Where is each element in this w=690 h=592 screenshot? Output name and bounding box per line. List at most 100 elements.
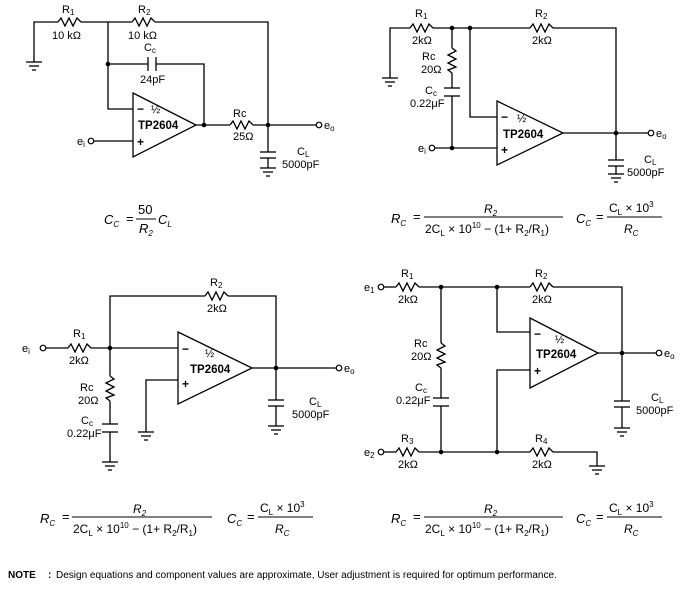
circuit-b-r1-label: R1 xyxy=(415,8,428,21)
circuit-c-ei-terminal[interactable] xyxy=(39,344,47,352)
circuit-b-r2-label: R2 xyxy=(535,8,548,21)
circuit-d-cc-capacitor xyxy=(433,397,449,407)
circuit-d-rc-resistor xyxy=(435,342,447,369)
circuit-a-cl-label: CL xyxy=(297,146,310,159)
circuit-a-rc-label: Rc xyxy=(233,108,247,120)
circuit-b-ei-terminal[interactable] xyxy=(428,144,436,152)
rc-eq-numerator: R2 xyxy=(133,502,147,518)
rc-eq-lhs: RC xyxy=(391,511,406,528)
circuit-c-eo-terminal[interactable] xyxy=(335,364,343,372)
circuit-d-wires xyxy=(384,286,656,466)
circuit-c-cl-value: 5000pF xyxy=(292,409,330,421)
circuit-b-rc-resistor xyxy=(446,47,458,74)
circuit-a-cc-label: Cc xyxy=(144,42,156,55)
circuit-c-junction xyxy=(107,345,113,351)
note-colon: : xyxy=(48,570,51,581)
circuit-a-eq-right: CL xyxy=(158,212,172,229)
circuit-b-eo-terminal[interactable] xyxy=(647,129,655,137)
circuit-d-eo-label: eo xyxy=(664,348,675,361)
rc-eq-numerator: R2 xyxy=(484,502,498,518)
circuit-a-r1-label: R1 xyxy=(62,4,75,17)
circuit-d-rc-value: 20Ω xyxy=(411,351,431,363)
circuit-d-cl-ground-icon xyxy=(614,427,630,437)
circuit-d-r1-label: R1 xyxy=(401,268,414,281)
circuit-b-r1-resistor xyxy=(409,22,434,34)
circuit-b-cl-value: 5000pF xyxy=(627,167,665,179)
circuit-b-junction xyxy=(449,25,455,31)
circuit-a-eo-terminal[interactable] xyxy=(315,121,323,129)
note-footer: NOTE : Design equations and component va… xyxy=(8,570,557,581)
circuit-a-chip-label: TP2604 xyxy=(138,120,179,132)
circuit-b-cc-value: 0.22μF xyxy=(410,98,445,110)
circuit-c-wires xyxy=(46,295,336,462)
circuit-d-e2-terminal[interactable] xyxy=(377,448,385,456)
circuit-b-rc-label: Rc xyxy=(422,51,436,63)
rc-eq-denominator: 2CL × 1010 − (1+ R2/R1) xyxy=(425,521,549,538)
circuit-a-r2-resistor xyxy=(131,16,156,28)
circuit-c: − + ½ TP2604 ei eo R1 2kΩ R2 2kΩ Rc 20Ω … xyxy=(22,277,355,471)
circuit-d-e1-terminal[interactable] xyxy=(377,283,385,291)
circuit-d-eo-terminal[interactable] xyxy=(655,349,663,357)
circuit-d-r1-resistor xyxy=(395,281,420,293)
cc-eq-equals: = xyxy=(596,509,604,524)
circuit-a-ei-label: ei xyxy=(77,136,85,149)
circuit-b-r2-value: 2kΩ xyxy=(532,35,552,47)
circuit-c-cc-label: Cc xyxy=(81,415,93,428)
circuit-a-r2-label: R2 xyxy=(138,4,151,17)
circuit-b-cl-capacitor xyxy=(608,159,624,174)
cc-eq-lhs: CC xyxy=(576,211,591,228)
circuit-d-rc-label: Rc xyxy=(414,338,428,350)
circuit-b-rc-value: 20Ω xyxy=(421,64,441,76)
circuit-c-opamp-symbol xyxy=(177,330,254,406)
circuit-a-ei-terminal[interactable] xyxy=(87,137,95,145)
circuit-a-cc-value: 24pF xyxy=(140,74,165,86)
circuit-b-eo-label: eo xyxy=(656,128,667,141)
circuit-a-input-ground-icon xyxy=(26,61,42,71)
circuit-b-half-label: ½ xyxy=(517,113,526,125)
circuit-c-rc-label: Rc xyxy=(80,382,94,394)
circuit-a-cc-capacitor xyxy=(147,57,157,71)
circuit-d-junction xyxy=(494,449,500,455)
circuit-a-rc-value: 25Ω xyxy=(233,131,253,143)
circuit-d-junction xyxy=(494,284,500,290)
circuit-a-eo-label: eo xyxy=(324,120,335,133)
circuit-c-plus-ground-icon xyxy=(138,431,154,441)
cc-eq-denominator: RC xyxy=(624,222,639,238)
circuit-d-e1-label: e1 xyxy=(364,282,375,295)
circuit-d-r2-resistor xyxy=(529,281,554,293)
circuit-b-chip-label: TP2604 xyxy=(503,129,544,141)
rc-eq-equals: = xyxy=(62,509,70,524)
circuit-c-r1-value: 2kΩ xyxy=(69,355,89,367)
circuit-c-cc-value: 0.22μF xyxy=(67,428,102,440)
circuit-d-r3-label: R3 xyxy=(401,433,414,446)
rc-eq-denominator: 2CL × 1010 − (1+ R2/R1) xyxy=(73,521,197,538)
circuit-c-cc-ground-icon xyxy=(102,461,118,471)
circuit-d: − + ½ TP2604 e1 e2 eo R1 2kΩ R2 2kΩ R3 2… xyxy=(364,268,675,475)
circuit-b-ei-label: ei xyxy=(418,143,426,156)
circuit-c-minus-sign: − xyxy=(182,342,189,356)
circuit-d-opamp-symbol xyxy=(529,316,600,390)
equation-pair-c: RC = R2 2CL × 1010 − (1+ R2/R1) CC = CL … xyxy=(40,500,313,538)
circuit-d-cl-label: CL xyxy=(651,392,664,405)
circuit-c-cl-capacitor xyxy=(268,399,284,426)
circuit-a-cc-equation: CC = 50 R2 CL xyxy=(104,202,172,238)
rc-equation: RC = R2 2CL × 1010 − (1+ R2/R1) xyxy=(391,502,563,538)
circuit-a-junction xyxy=(201,122,207,128)
note-text: Design equations and component values ar… xyxy=(56,570,557,581)
circuit-a: − + ½ TP2604 ei eo R1 10 kΩ R2 10 kΩ Cc … xyxy=(26,4,335,238)
circuit-b-r2-resistor xyxy=(529,22,554,34)
circuit-c-chip-label: TP2604 xyxy=(190,364,231,376)
circuit-a-cl-value: 5000pF xyxy=(282,159,320,171)
circuit-d-r2-label: R2 xyxy=(535,268,548,281)
circuit-a-opamp-symbol xyxy=(132,91,198,159)
circuit-c-r2-value: 2kΩ xyxy=(207,303,227,315)
circuit-a-cl-capacitor xyxy=(260,151,276,168)
circuit-c-r1-label: R1 xyxy=(73,328,86,341)
circuit-c-junction xyxy=(273,365,279,371)
circuit-c-r1-resistor xyxy=(67,342,92,354)
circuit-b-cc-capacitor xyxy=(444,87,460,97)
circuit-c-r2-resistor xyxy=(204,290,229,302)
circuit-a-junction xyxy=(105,61,111,67)
circuit-c-cl-ground-icon xyxy=(268,425,284,435)
